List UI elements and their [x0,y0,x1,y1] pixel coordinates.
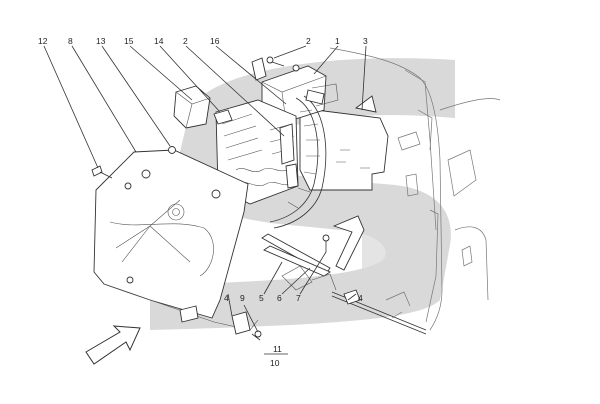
cable-harness [269,89,327,229]
callout-6: 6 [277,293,282,303]
callout-10: 10 [270,358,280,368]
leader-lines [43,45,367,355]
callout-8: 8 [68,36,73,46]
callout-labels: 12 8 13 15 14 2 16 2 1 3 4 9 5 6 7 4 11 … [38,36,368,368]
lower-bracket [261,215,427,335]
callout-9: 9 [240,293,245,303]
callout-14: 14 [154,36,164,46]
vehicle-body-outline [329,47,501,331]
callout-12: 12 [38,36,48,46]
callout-7: 7 [296,293,301,303]
callout-13: 13 [96,36,106,46]
callout-16: 16 [210,36,220,46]
callout-2-top-right: 2 [306,36,311,46]
direction-arrow-icon [85,325,141,365]
callout-3: 3 [363,36,368,46]
relay-module [173,85,233,129]
callout-5: 5 [259,293,264,303]
callout-1: 1 [335,36,340,46]
mounting-plate [93,149,259,335]
callout-15: 15 [124,36,134,46]
callout-2-top-left: 2 [183,36,188,46]
screw-icon [91,56,330,338]
callout-11: 11 [273,344,282,354]
callout-4-left: 4 [224,293,229,303]
support-bracket [299,95,389,191]
callout-4-right: 4 [358,293,363,303]
